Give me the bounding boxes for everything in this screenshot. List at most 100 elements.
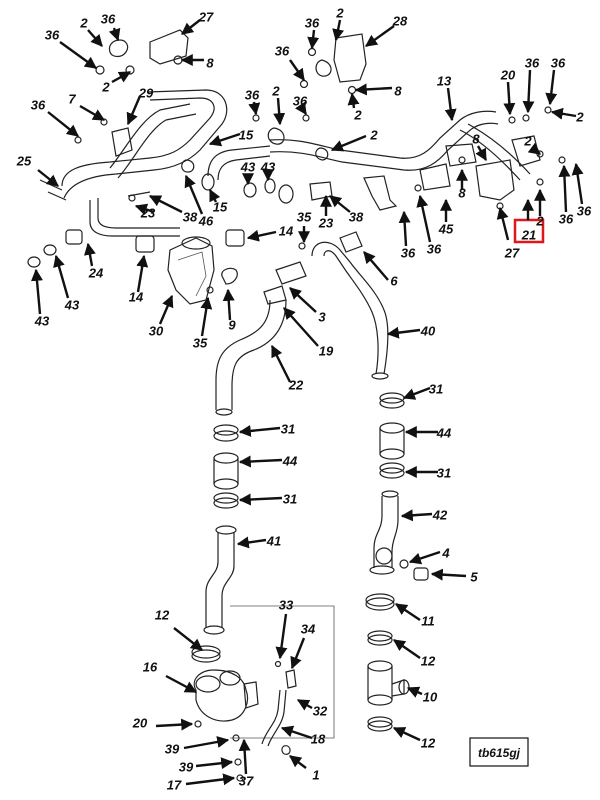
- leader-arrow-c-14b: [136, 254, 149, 293]
- leader-arrow-c-36e: [522, 69, 535, 114]
- leader-arrow-c-11: [395, 603, 421, 621]
- leader-arrow-c-44b: [238, 455, 283, 468]
- callout-c-43c: 43: [34, 313, 50, 328]
- callout-c-28: 28: [392, 13, 408, 28]
- callout-c-31b: 31: [281, 421, 295, 436]
- leader-arrow-c-20b: [155, 718, 194, 731]
- callout-c-2b: 2: [101, 79, 110, 94]
- leader-arrow-c-43d: [53, 254, 70, 299]
- callout-c-25: 25: [16, 153, 32, 168]
- callout-c-45: 45: [438, 221, 454, 236]
- callout-c-2h: 2: [523, 133, 532, 148]
- callout-c-31c: 31: [437, 465, 451, 480]
- left-couplers: [27, 182, 257, 268]
- leader-arrow-c-30: [158, 294, 174, 325]
- leader-arrow-c-2a: [87, 29, 103, 47]
- callout-c-12b: 12: [421, 653, 436, 668]
- callout-c-36f: 36: [551, 55, 566, 70]
- callout-c-37: 37: [239, 773, 254, 788]
- callout-c-36d: 36: [275, 43, 290, 58]
- callout-c-11: 11: [421, 613, 435, 628]
- leader-arrow-c-36m: [571, 162, 584, 205]
- leader-arrow-c-15b: [208, 188, 221, 203]
- leader-arrow-c-10: [406, 686, 423, 698]
- callout-c-19: 19: [319, 343, 334, 358]
- leader-arrow-c-8b: [354, 83, 393, 96]
- leader-arrow-c-43c: [31, 268, 43, 315]
- callout-c-2g: 2: [369, 127, 378, 142]
- callout-c-36m: 36: [577, 203, 592, 218]
- callout-c-2c: 2: [335, 5, 344, 20]
- leader-arrow-c-9: [222, 288, 235, 321]
- leader-arrow-c-2f: [273, 97, 286, 126]
- callout-c-8c: 8: [472, 131, 480, 146]
- callout-c-36j: 36: [401, 245, 416, 260]
- callout-c-23b: 23: [318, 215, 334, 230]
- callout-c-44b: 44: [282, 453, 298, 468]
- leader-arrows: [31, 19, 584, 786]
- leader-arrow-c-20a: [503, 81, 516, 116]
- leader-arrow-c-19: [283, 307, 319, 347]
- callout-c-36l: 36: [559, 211, 574, 226]
- callout-c-18: 18: [311, 731, 326, 746]
- callout-c-20a: 20: [500, 67, 516, 82]
- callout-c-20b: 20: [132, 715, 148, 730]
- upper-brackets-and-clamps: [74, 29, 566, 211]
- leader-arrow-c-3: [289, 287, 317, 313]
- leader-arrow-c-15a: [208, 132, 241, 147]
- callout-c-12c: 12: [421, 735, 436, 750]
- leader-arrow-c-12b: [393, 639, 421, 659]
- callout-c-8a: 8: [206, 55, 214, 70]
- callout-c-14b: 14: [129, 289, 144, 304]
- leader-arrow-c-23a: [134, 203, 155, 216]
- leader-arrow-c-28: [365, 25, 395, 47]
- crossover-tube-assembly: [39, 89, 531, 237]
- leader-arrow-c-14a: [246, 229, 277, 242]
- callout-c-39b: 39: [179, 759, 194, 774]
- callout-c-6: 6: [390, 273, 398, 288]
- left-exhaust-column: [203, 299, 287, 635]
- callout-c-36c: 36: [305, 15, 320, 30]
- callout-c-40: 40: [420, 323, 436, 338]
- leader-arrow-c-2e: [550, 107, 577, 120]
- callout-c-36h: 36: [245, 87, 260, 102]
- callout-c-31d: 31: [283, 491, 297, 506]
- callout-c-39a: 39: [165, 741, 180, 756]
- callout-c-36b: 36: [101, 11, 116, 26]
- callout-c-46: 46: [198, 213, 214, 228]
- callout-c-13: 13: [437, 73, 452, 88]
- leader-arrow-c-36h: [248, 101, 261, 116]
- callout-c-38b: 38: [349, 209, 364, 224]
- callout-c-17: 17: [167, 777, 182, 792]
- leader-arrow-c-40: [386, 326, 421, 339]
- callout-c-3: 3: [318, 309, 326, 324]
- leader-arrow-c-36j: [398, 210, 411, 247]
- callout-c-38a: 38: [183, 209, 198, 224]
- leader-arrow-c-37: [238, 738, 251, 775]
- leader-arrow-c-22: [270, 344, 292, 383]
- leader-arrow-c-1: [289, 755, 307, 769]
- leader-arrow-c-31a: [402, 386, 431, 400]
- callout-c-36g: 36: [31, 97, 46, 112]
- leader-arrow-c-36b: [108, 27, 121, 42]
- callout-c-29: 29: [138, 85, 154, 100]
- leader-arrow-c-35b: [200, 296, 213, 337]
- leader-arrow-c-46: [184, 174, 204, 215]
- leader-arrow-c-2h: [527, 142, 541, 155]
- leader-arrow-c-27b: [496, 206, 510, 241]
- callout-c-2f: 2: [271, 83, 280, 98]
- callout-c-30: 30: [149, 323, 164, 338]
- leader-arrow-c-34: [290, 637, 306, 670]
- callout-c-14a: 14: [279, 223, 294, 238]
- leader-arrow-c-42: [400, 509, 433, 522]
- callout-c-31a: 31: [429, 381, 443, 396]
- callout-c-27b: 27: [504, 245, 520, 260]
- callout-c-10: 10: [423, 689, 438, 704]
- leader-arrow-c-2d: [347, 92, 360, 109]
- callout-c-44a: 44: [436, 425, 452, 440]
- leader-arrow-c-36d: [289, 59, 305, 81]
- leader-arrow-c-31d: [238, 493, 283, 506]
- callout-c-27a: 27: [198, 9, 214, 24]
- callout-c-24: 24: [88, 265, 104, 280]
